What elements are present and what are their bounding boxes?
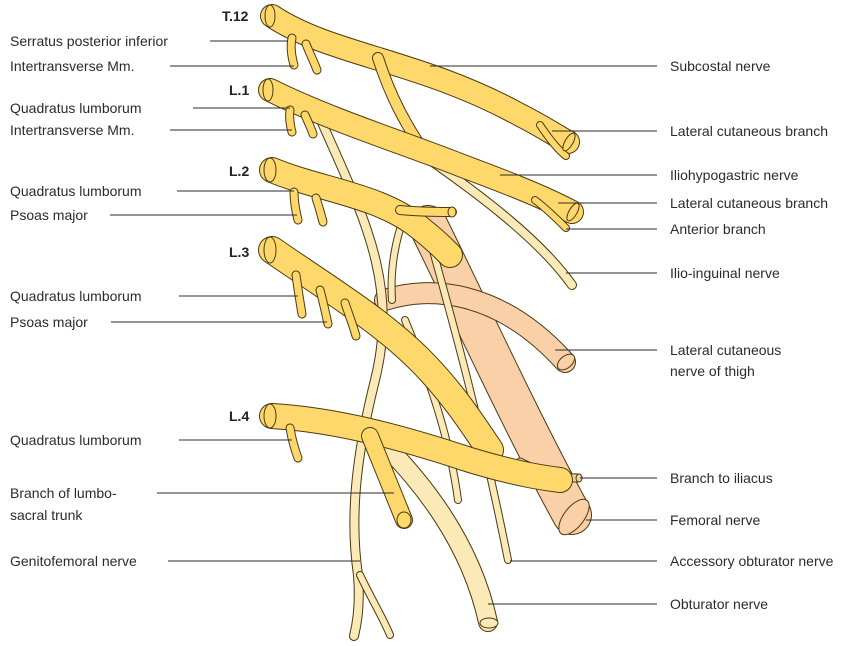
l4-root-cut-end: [264, 404, 276, 428]
label-quadratus-lumborum-4: Quadratus lumborum: [10, 432, 142, 448]
label-branch-to-iliacus: Branch to iliacus: [670, 470, 773, 486]
l2-upper-branch-cut-end: [448, 207, 456, 217]
l2-muscular-branch-2: [316, 198, 323, 222]
label-obturator-nerve: Obturator nerve: [670, 596, 768, 612]
label-psoas-major-2: Psoas major: [10, 314, 88, 330]
label-lateral-cutaneous-thigh-line2: nerve of thigh: [670, 363, 755, 379]
label-intertransverse-1: Intertransverse Mm.: [10, 58, 134, 74]
label-iliohypogastric-nerve: Iliohypogastric nerve: [670, 167, 799, 183]
level-l4: L.4: [229, 408, 249, 424]
label-psoas-major-1: Psoas major: [10, 207, 88, 223]
label-intertransverse-2: Intertransverse Mm.: [10, 122, 134, 138]
level-l2: L.2: [229, 163, 249, 179]
left-labels: Serratus posterior inferior Intertransve…: [10, 33, 168, 569]
lumbosacral-cut-end: [397, 512, 411, 528]
label-anterior-branch: Anterior branch: [670, 221, 766, 237]
l1-muscular-branch-1: [290, 110, 292, 132]
genitofemoral-branch: [360, 575, 390, 635]
level-t12: T.12: [222, 8, 249, 24]
label-quadratus-lumborum-1: Quadratus lumborum: [10, 100, 142, 116]
l4-muscular-branch: [290, 428, 298, 458]
obturator-cut-end: [480, 618, 498, 628]
label-serratus-posterior-inferior: Serratus posterior inferior: [10, 33, 168, 49]
label-genitofemoral-nerve: Genitofemoral nerve: [10, 553, 137, 569]
label-accessory-obturator-nerve: Accessory obturator nerve: [670, 553, 834, 569]
l2-muscular-branch-1: [294, 192, 298, 220]
label-lumbosacral-line1: Branch of lumbo-: [10, 485, 117, 501]
label-lateral-cutaneous-branch-2: Lateral cutaneous branch: [670, 195, 828, 211]
label-quadratus-lumborum-3: Quadratus lumborum: [10, 288, 142, 304]
label-lateral-cutaneous-branch-1: Lateral cutaneous branch: [670, 123, 828, 139]
t12-muscular-branch-1: [291, 38, 294, 65]
l2-root-cut-end: [264, 158, 276, 182]
l3-root-cut-end: [264, 237, 276, 263]
label-quadratus-lumborum-2: Quadratus lumborum: [10, 183, 142, 199]
label-lateral-cutaneous-thigh-line1: Lateral cutaneous: [670, 342, 781, 358]
label-femoral-nerve: Femoral nerve: [670, 512, 760, 528]
l2-upper-branch: [400, 210, 452, 212]
label-ilio-inguinal-nerve: Ilio-inguinal nerve: [670, 265, 780, 281]
yellow-nerves-group: [263, 5, 581, 628]
level-labels: T.12 L.1 L.2 L.3 L.4: [222, 8, 249, 424]
right-labels: Subcostal nerve Lateral cutaneous branch…: [670, 58, 834, 612]
l1-root-cut-end: [263, 79, 273, 101]
label-subcostal-nerve: Subcostal nerve: [670, 58, 771, 74]
label-lumbosacral-line2: sacral trunk: [10, 507, 83, 523]
level-l1: L.1: [229, 82, 249, 98]
t12-root-cut-end: [265, 5, 275, 27]
level-l3: L.3: [229, 244, 249, 260]
